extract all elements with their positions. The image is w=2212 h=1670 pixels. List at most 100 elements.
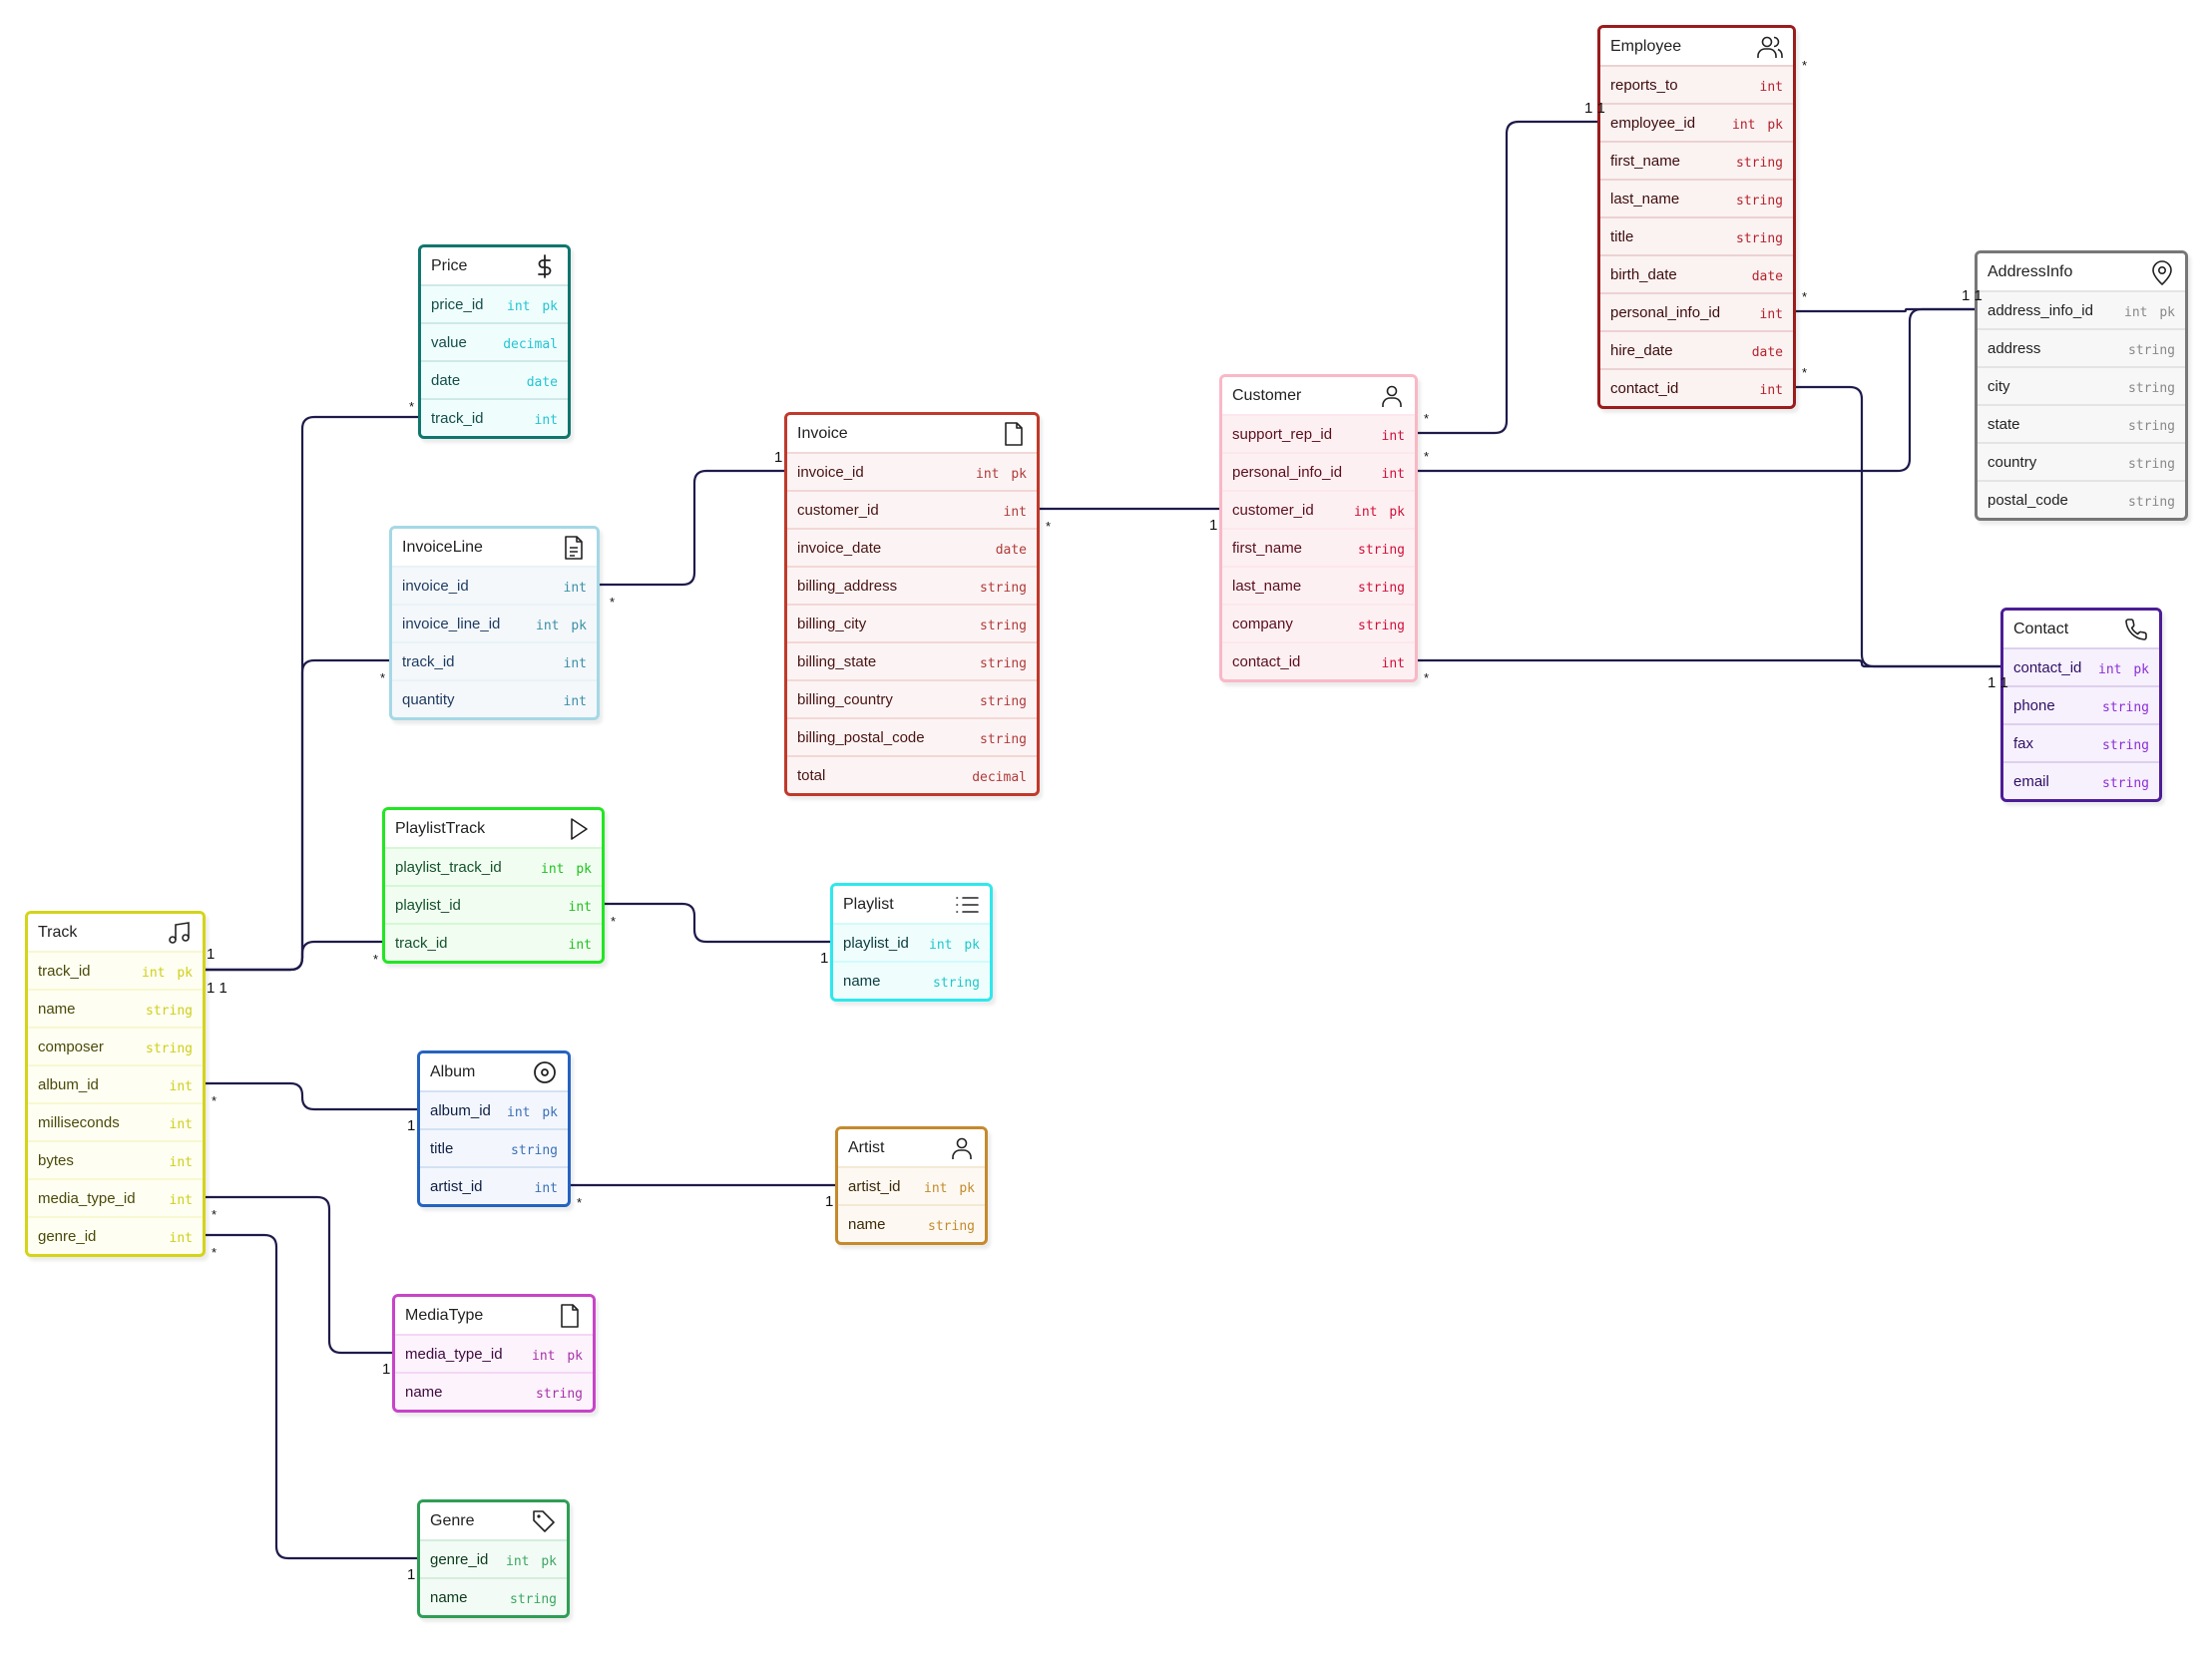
field-type: int pk — [924, 1180, 975, 1196]
entity-header[interactable]: Track — [28, 914, 203, 951]
entity-header[interactable]: PlaylistTrack — [385, 810, 602, 847]
entity-header[interactable]: Playlist — [833, 886, 990, 923]
entity-header[interactable]: Customer — [1222, 377, 1415, 414]
cardinality-many: * — [373, 952, 379, 967]
field-type: string — [980, 580, 1027, 596]
entity-header[interactable]: Album — [420, 1053, 568, 1090]
entity-header[interactable]: AddressInfo — [1978, 253, 2185, 290]
field-name: last_name — [1610, 190, 1680, 208]
entity-header[interactable]: Invoice — [787, 415, 1037, 452]
field-name: birth_date — [1610, 265, 1677, 283]
entity-header[interactable]: Price — [421, 247, 568, 284]
edge-employee-addressinfo — [1792, 307, 1979, 313]
entity-header[interactable]: Genre — [420, 1502, 567, 1539]
entity-header[interactable]: Artist — [838, 1129, 985, 1166]
entity-header[interactable]: Employee — [1600, 28, 1793, 65]
entity-header[interactable]: InvoiceLine — [392, 529, 597, 566]
entity-header[interactable]: MediaType — [395, 1297, 593, 1334]
entity-header[interactable]: Contact — [2003, 611, 2159, 647]
field-type: int pk — [507, 298, 558, 314]
